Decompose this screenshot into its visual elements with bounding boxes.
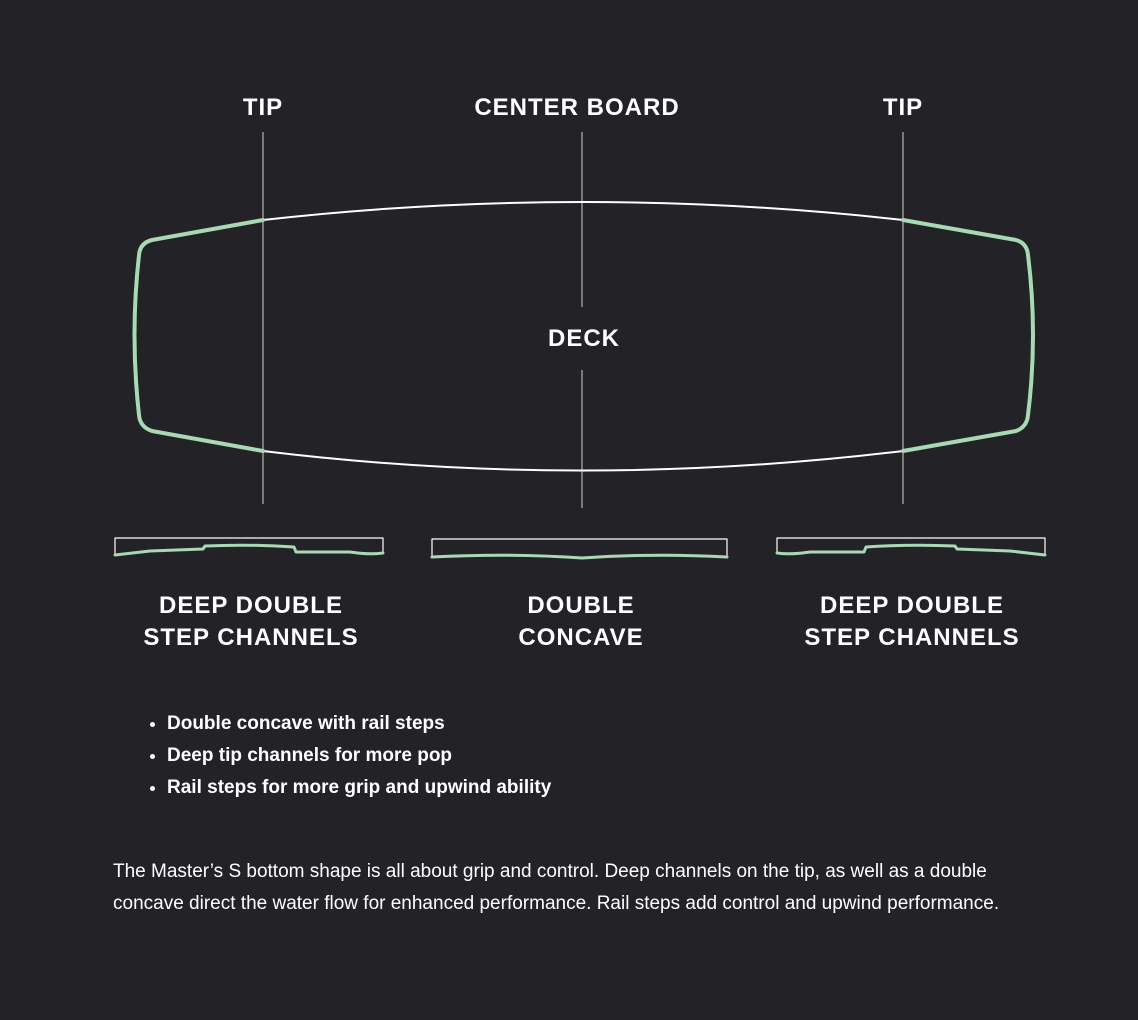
feature-item: Deep tip channels for more pop (167, 740, 551, 772)
deck-label: DECK (548, 325, 620, 352)
cross-section-right (775, 537, 1047, 557)
board-outline-left-tip (132, 218, 265, 453)
center-section-label-line2: CONCAVE (518, 624, 643, 651)
center-board-label: CENTER BOARD (474, 94, 679, 121)
right-section-label-line2: STEP CHANNELS (804, 624, 1019, 651)
feature-item: Double concave with rail steps (167, 708, 551, 740)
cross-section-center (430, 538, 729, 560)
description-paragraph: The Master’s S bottom shape is all about… (113, 861, 1000, 914)
left-section-label-line2: STEP CHANNELS (143, 624, 358, 651)
left-section-label-line1: DEEP DOUBLE (159, 592, 343, 619)
board-outline-center-bottom (262, 450, 904, 472)
feature-list: Double concave with rail steps Deep tip … (145, 708, 551, 804)
right-section-label-line1: DEEP DOUBLE (820, 592, 1004, 619)
center-section-label-line1: DOUBLE (527, 592, 634, 619)
cross-section-left (113, 537, 385, 557)
board-outline-center-top (262, 201, 904, 221)
tip-left-label: TIP (243, 94, 283, 121)
board-diagram: TIP CENTER BOARD TIP DECK DEEP DOUBLE ST… (113, 94, 1047, 651)
board-outline-right-tip (901, 218, 1035, 453)
feature-item: Rail steps for more grip and upwind abil… (167, 772, 551, 804)
tip-right-label: TIP (883, 94, 923, 121)
